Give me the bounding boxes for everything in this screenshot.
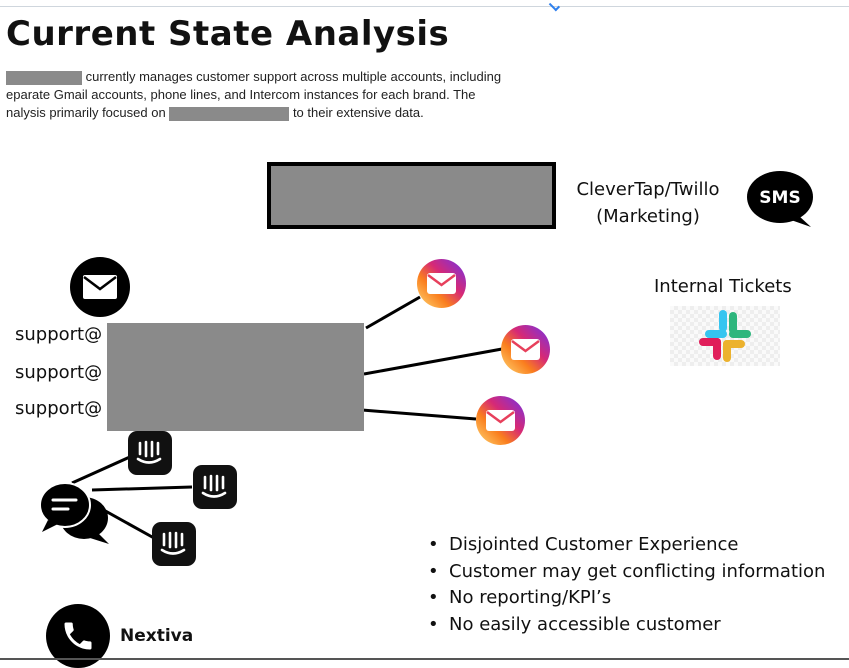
paragraph-line-3-start: nalysis primarily focused on (6, 105, 166, 120)
phone-provider-label: Nextiva (120, 626, 194, 646)
paragraph-line-1-text: currently manages customer support acros… (85, 69, 502, 84)
list-item: Disjointed Customer Experience (428, 532, 838, 559)
support-email-3: support@ (15, 398, 103, 419)
sms-badge-text: SMS (759, 188, 800, 208)
sms-bubble-icon: SMS (747, 171, 813, 227)
intercom-icon (193, 465, 237, 509)
internal-tickets-label: Internal Tickets (654, 276, 792, 297)
redacted-brand-name (169, 106, 290, 121)
paragraph-line-3: nalysis primarily focused on to their ex… (6, 104, 566, 122)
mail-gradient-icon-3 (476, 396, 525, 445)
paragraph-line-1: currently manages customer support acros… (6, 68, 566, 86)
page-title: Current State Analysis (6, 14, 450, 54)
redacted-marketing-platform (267, 162, 556, 229)
intercom-icon (152, 522, 196, 566)
list-item: No easily accessible customer (428, 612, 838, 639)
envelope-icon (70, 257, 130, 317)
list-item: Customer may get conflicting information (428, 559, 838, 586)
marketing-label: CleverTap/Twillo (Marketing) (576, 179, 720, 227)
issues-list: Disjointed Customer Experience Customer … (428, 532, 838, 638)
intro-paragraph: currently manages customer support acros… (6, 68, 566, 122)
chat-bubbles-icon (39, 482, 109, 544)
redacted-email-domains (107, 323, 364, 431)
phone-icon (46, 604, 110, 668)
mail-gradient-icon-1 (417, 259, 466, 308)
mail-gradient-icon-2 (501, 325, 550, 374)
slack-icon (699, 310, 751, 362)
top-border (0, 6, 849, 7)
support-email-2: support@ (15, 362, 103, 383)
paragraph-line-2: eparate Gmail accounts, phone lines, and… (6, 87, 476, 102)
intercom-icon (128, 431, 172, 475)
slack-logo-tile (670, 306, 780, 366)
redacted-company-name (6, 70, 82, 85)
support-email-1: support@ (15, 324, 103, 345)
paragraph-line-3-end: to their extensive data. (292, 105, 424, 120)
list-item: No reporting/KPI’s (428, 585, 838, 612)
bottom-border (0, 658, 849, 660)
